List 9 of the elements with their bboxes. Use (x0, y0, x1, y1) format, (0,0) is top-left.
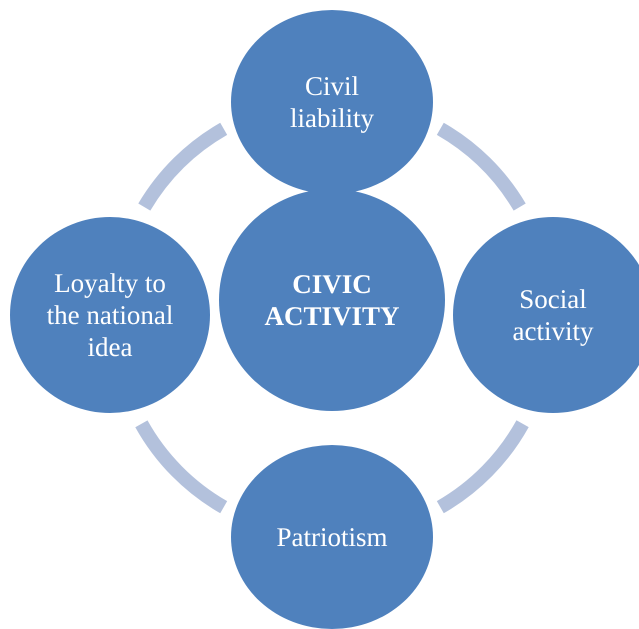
arc-connector (436, 420, 529, 514)
node-label: CIVIC ACTIVITY (263, 268, 401, 332)
node-label: Loyalty to the national idea (46, 267, 174, 363)
arc-connector (135, 420, 228, 514)
node-label: Civil liability (289, 70, 375, 134)
node-label: Social activity (512, 283, 594, 347)
arc-connector (436, 122, 526, 212)
node-label: Patriotism (275, 521, 388, 553)
arc-connector (138, 122, 228, 212)
